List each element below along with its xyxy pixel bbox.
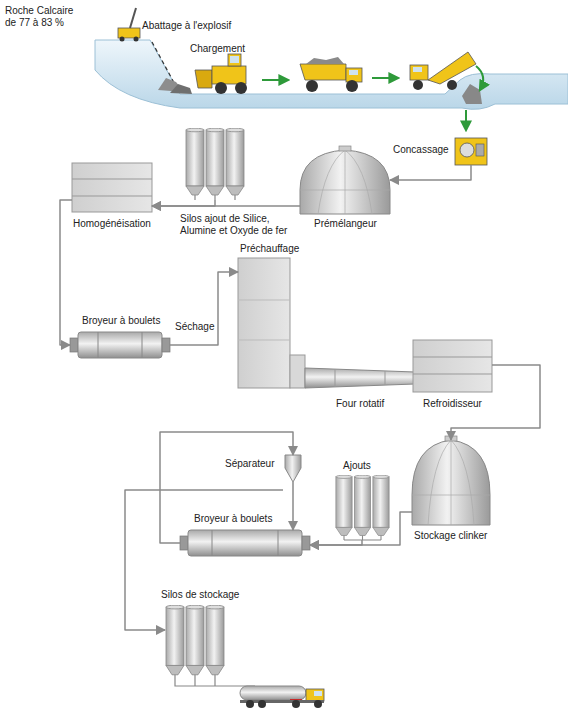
additive-silos — [186, 128, 244, 200]
flow-connector — [292, 495, 294, 530]
flow-connector — [390, 165, 471, 180]
crusher — [455, 138, 487, 165]
equipment-node: Ajouts — [335, 475, 390, 540]
flow-connector — [170, 272, 238, 345]
flow-connector — [125, 490, 283, 630]
equipment-label: Préchauffage — [240, 243, 299, 255]
storage-silos — [166, 605, 255, 686]
equipment-label: Prémélangeur — [314, 218, 377, 230]
pre-mix-dome — [300, 146, 390, 214]
tipping-truck — [410, 52, 476, 90]
equipment-node: Homogénéisation — [72, 163, 152, 212]
clinker-dome — [412, 436, 490, 525]
equipment-label: Stockage clinker — [414, 530, 487, 542]
equipment-label: Silos ajout de Silice, Alumine et Oxyde … — [180, 213, 292, 237]
equipment-node: Concassage — [455, 138, 487, 165]
equipment-label: Broyeur à boulets — [82, 315, 160, 327]
equipment-label: Broyeur à boulets — [194, 513, 272, 525]
ball-mill — [180, 530, 310, 556]
flow-connector — [310, 512, 412, 545]
equipment-node: Préchauffage — [238, 258, 290, 388]
equipment-label: Four rotatif — [336, 398, 384, 410]
equipment-node: Prémélangeur — [300, 150, 390, 214]
equipment-node: Refroidisseur — [413, 340, 492, 392]
rotary-kiln — [305, 368, 415, 388]
homogenisation-unit — [72, 163, 152, 212]
quarry-label: Abattage à l'explosif — [142, 20, 231, 32]
dump-truck — [300, 57, 362, 92]
additive-silos — [336, 475, 389, 540]
equipment-node: Four rotatif — [305, 366, 415, 390]
wheel-loader — [195, 54, 247, 94]
equipment-node: Stockage clinker — [412, 440, 490, 525]
equipment-label: Silos de stockage — [161, 589, 239, 601]
separator — [285, 455, 301, 495]
cooler — [413, 340, 492, 392]
flow-connector — [152, 200, 215, 206]
flow-connector — [60, 200, 72, 345]
flow-connector — [160, 432, 293, 543]
equipment-node: Broyeur à boulets — [180, 530, 310, 556]
quarry-label: Chargement — [190, 43, 245, 55]
drill-rig — [118, 8, 140, 42]
flow-arrows-green — [262, 66, 483, 130]
edge-label: Séchage — [174, 321, 215, 333]
equipment-node: Silos ajout de Silice, Alumine et Oxyde … — [185, 128, 245, 200]
flow-connector — [310, 540, 362, 545]
equipment-label: Homogénéisation — [73, 218, 151, 230]
preheater-tower — [238, 258, 305, 388]
equipment-node: Séparateur — [283, 455, 303, 495]
equipment-label: Ajouts — [343, 460, 371, 472]
quarry-label: Roche Calcaire de 77 à 83 % — [5, 5, 79, 29]
equipment-label: Concassage — [393, 144, 449, 156]
tanker-truck — [240, 686, 324, 708]
equipment-node: Silos de stockage — [165, 605, 225, 680]
equipment-label: Séparateur — [225, 458, 274, 470]
ball-mill — [70, 332, 170, 358]
equipment-node: Broyeur à boulets — [70, 332, 170, 358]
equipment-label: Refroidisseur — [423, 398, 482, 410]
quarry — [95, 40, 568, 109]
